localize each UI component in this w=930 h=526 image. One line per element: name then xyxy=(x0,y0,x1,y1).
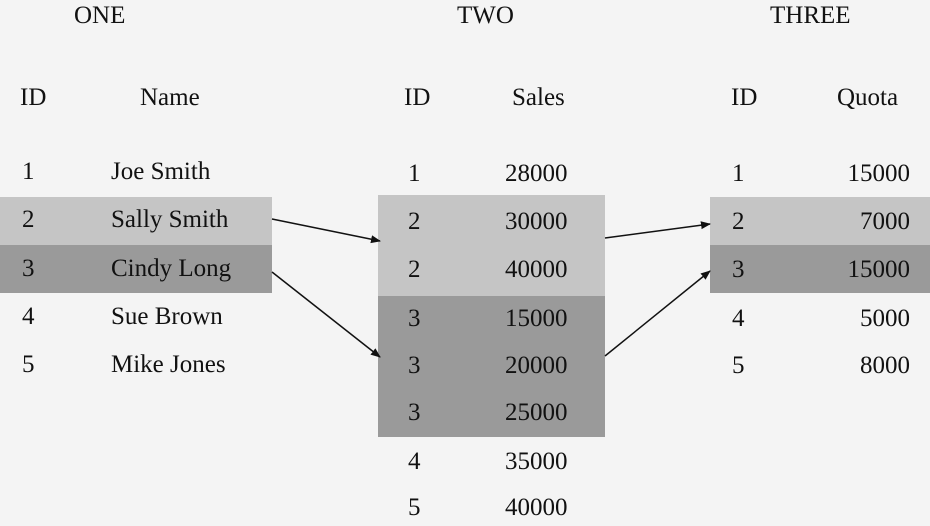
arrow-two-2-to-three-2 xyxy=(604,221,711,239)
table-two-row-7-sales: 35000 xyxy=(505,448,568,475)
table-two-highlight-id-3 xyxy=(378,296,605,437)
table-two-row-8-id: 5 xyxy=(408,494,421,521)
table-two-header-sales: Sales xyxy=(512,84,565,111)
table-one-row-1-id: 1 xyxy=(22,158,35,185)
table-three-header-quota: Quota xyxy=(837,84,899,111)
table-two-row-1-sales: 28000 xyxy=(505,160,568,187)
table-two-row-3-id: 2 xyxy=(408,256,421,283)
table-three-row-4-id: 4 xyxy=(732,305,745,332)
table-one-row-4-id: 4 xyxy=(22,303,35,330)
table-three-row-4-quota: 5000 xyxy=(860,305,910,332)
table-three-row-3-quota: 15000 xyxy=(847,256,911,283)
table-three-highlight-row-3 xyxy=(710,245,930,293)
table-three-row-3-id: 3 xyxy=(732,256,745,283)
table-one-row-1-name: Joe Smith xyxy=(111,158,211,185)
table-one-row-4-name: Sue Brown xyxy=(111,303,223,330)
table-one-title: ONE xyxy=(74,2,126,29)
table-two-header-id: ID xyxy=(404,84,431,111)
table-two-row-2-sales: 30000 xyxy=(505,208,568,235)
table-two-title: TWO xyxy=(457,2,514,29)
table-three-row-2-id: 2 xyxy=(732,208,745,235)
table-two-row-4-sales: 15000 xyxy=(505,305,568,332)
table-three-row-1-id: 1 xyxy=(732,160,745,187)
arrow-one-3-to-two-3 xyxy=(271,271,381,358)
table-one-header-id: ID xyxy=(20,84,47,111)
table-two-row-6-id: 3 xyxy=(408,399,421,426)
table-one-row-5-id: 5 xyxy=(22,351,35,378)
table-two-row-6-sales: 25000 xyxy=(505,399,568,426)
table-two-row-8-sales: 40000 xyxy=(505,494,568,521)
table-two-row-7-id: 4 xyxy=(408,448,421,475)
arrow-two-3-to-three-3 xyxy=(604,270,711,357)
arrow-one-2-to-two-2 xyxy=(271,218,381,244)
table-two-row-1-id: 1 xyxy=(408,160,421,187)
table-two-row-3-sales: 40000 xyxy=(505,256,568,283)
table-two-row-5-sales: 20000 xyxy=(505,352,568,379)
table-two-row-5-id: 3 xyxy=(408,352,421,379)
table-three-row-2-quota: 7000 xyxy=(860,208,910,235)
table-one-highlight-row-3 xyxy=(0,245,272,293)
table-one-highlight-row-2 xyxy=(0,197,272,245)
table-three-title: THREE xyxy=(770,2,851,29)
table-one-row-2-name: Sally Smith xyxy=(111,206,229,233)
table-three-row-5-id: 5 xyxy=(732,352,745,379)
table-two-row-4-id: 3 xyxy=(408,305,421,332)
table-one-row-3-name: Cindy Long xyxy=(111,255,232,282)
table-two-row-2-id: 2 xyxy=(408,208,421,235)
table-three-row-5-quota: 8000 xyxy=(860,352,910,379)
table-one-header-name: Name xyxy=(140,84,200,111)
table-three-row-1-quota: 15000 xyxy=(847,160,911,187)
table-one-row-2-id: 2 xyxy=(22,206,35,233)
table-two-highlight-id-2 xyxy=(378,195,605,296)
table-one-row-3-id: 3 xyxy=(22,255,35,282)
table-three-highlight-row-2 xyxy=(710,197,930,245)
table-one-row-5-name: Mike Jones xyxy=(111,351,226,378)
table-three-header-id: ID xyxy=(731,84,758,111)
